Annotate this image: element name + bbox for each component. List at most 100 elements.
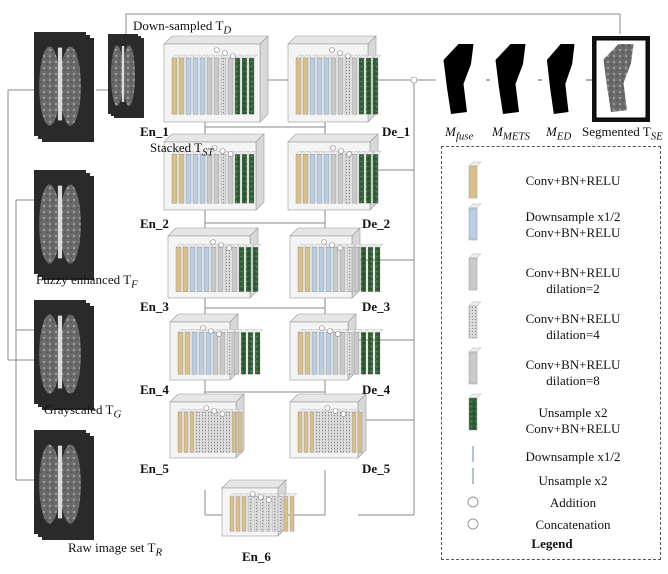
block-en4-op-0	[200, 325, 206, 331]
block-de4-layer-0	[297, 332, 304, 375]
block-en6-layer-3	[247, 496, 253, 532]
block-de3-op-2	[337, 245, 343, 251]
block-en1-layer-10	[241, 57, 248, 115]
legend-item-downsample: Downsample x1/2	[525, 449, 621, 464]
downsampled-ct-0	[108, 34, 138, 114]
block-en2-layer-3	[192, 154, 199, 204]
legend-swatch-upsample	[468, 397, 478, 431]
block-de4-layer-9	[360, 332, 367, 375]
legend-swatch-dilation8	[468, 351, 478, 385]
output-label-ed: MED	[546, 124, 572, 143]
block-de1-layer-0	[295, 57, 302, 115]
block-de4-layer-5	[332, 332, 339, 375]
block-en6	[221, 479, 298, 537]
block-en4-layer-4	[205, 332, 212, 375]
block-de5-layer-1	[303, 411, 309, 453]
block-en2-layer-0	[171, 154, 178, 204]
block-en6-layer-5	[259, 496, 265, 532]
block-de1	[287, 35, 382, 123]
block-de5-layer-2	[309, 411, 315, 453]
block-en4-layer-5	[212, 332, 219, 375]
output-mask-fuse	[436, 40, 486, 120]
block-de5-op-2	[340, 411, 347, 417]
block-en6-layer-9	[283, 496, 289, 532]
block-en4	[169, 313, 264, 381]
block-label-en6: En_6	[242, 549, 271, 564]
block-en1-layer-6	[213, 57, 220, 115]
block-en2-op-0	[211, 145, 218, 151]
output-mask-ed	[540, 40, 586, 120]
block-en6-layer-6	[265, 496, 271, 532]
block-de2-layer-7	[344, 154, 351, 204]
block-label-en4: En_4	[140, 382, 169, 397]
block-en6-top	[221, 479, 287, 489]
block-en3-layer-5	[210, 246, 217, 293]
block-de4-layer-2	[311, 332, 318, 375]
block-en1-layer-9	[234, 57, 241, 115]
block-en6-layer-2	[241, 496, 247, 532]
block-en5-op-0	[203, 405, 210, 411]
block-en2-layer-1	[178, 154, 185, 204]
block-en1-layer-7	[220, 57, 227, 115]
block-de3-layer-10	[367, 246, 374, 293]
block-en2	[163, 133, 265, 211]
block-en3-layer-6	[217, 246, 224, 293]
block-de3-top	[289, 227, 361, 237]
block-de4-layer-7	[346, 332, 353, 375]
block-de3-layer-6	[339, 246, 346, 293]
stacked-label: Stacked TST	[150, 140, 214, 159]
block-en3-layer-10	[245, 246, 252, 293]
block-de5-op-0	[324, 405, 331, 411]
block-de5-op-1	[332, 408, 339, 414]
block-de1-layer-3	[316, 57, 323, 115]
block-de4-op-0	[319, 325, 325, 331]
block-de1-top	[287, 35, 377, 45]
block-de4-layer-1	[304, 332, 311, 375]
block-en3-layer-9	[238, 246, 245, 293]
block-de2-op-1	[338, 148, 344, 154]
block-en3-layer-8	[231, 246, 238, 293]
block-label-de5: De_5	[362, 461, 391, 476]
block-de2-layer-5	[330, 154, 337, 204]
block-en1-layer-0	[171, 57, 178, 115]
legend-addition-symbol	[467, 496, 479, 508]
output-label-segmented: Segmented TSE	[582, 124, 663, 143]
block-en1-layer-3	[192, 57, 199, 115]
block-de2-layer-0	[295, 154, 302, 204]
block-en5-layer-6	[213, 411, 219, 453]
block-de2-top	[287, 133, 379, 143]
block-label-de2: De_2	[362, 216, 391, 231]
legend-title: Legend	[531, 536, 573, 551]
block-de5-layer-8	[345, 411, 351, 453]
block-de5-layer-9	[351, 411, 357, 453]
block-en6-layer-0	[229, 496, 235, 532]
legend-swatch-downsample	[468, 207, 478, 241]
block-de2-layer-11	[372, 154, 379, 204]
block-de4	[289, 313, 384, 381]
legend-swatch-dilation4	[468, 305, 478, 339]
block-de2-op-2	[346, 151, 352, 157]
block-en6-op-0	[250, 491, 256, 497]
raw-label: Raw image set TR	[68, 540, 163, 559]
block-de5-top	[289, 393, 367, 403]
block-de3-layer-2	[311, 246, 318, 293]
block-de3-layer-11	[374, 246, 381, 293]
output-addition-node	[410, 76, 418, 84]
block-de2-layer-9	[358, 154, 365, 204]
block-de5-layer-5	[327, 411, 333, 453]
block-en4-layer-11	[254, 332, 261, 375]
output-masks	[436, 36, 650, 122]
legend-concatenation-symbol	[467, 518, 479, 530]
block-de2-op-0	[330, 145, 336, 151]
block-en3-layer-11	[252, 246, 259, 293]
block-de3-layer-0	[297, 246, 304, 293]
block-de4-op-1	[327, 328, 333, 334]
block-en2-layer-5	[206, 154, 213, 204]
block-de2-layer-10	[365, 154, 372, 204]
block-en3-layer-2	[189, 246, 196, 293]
